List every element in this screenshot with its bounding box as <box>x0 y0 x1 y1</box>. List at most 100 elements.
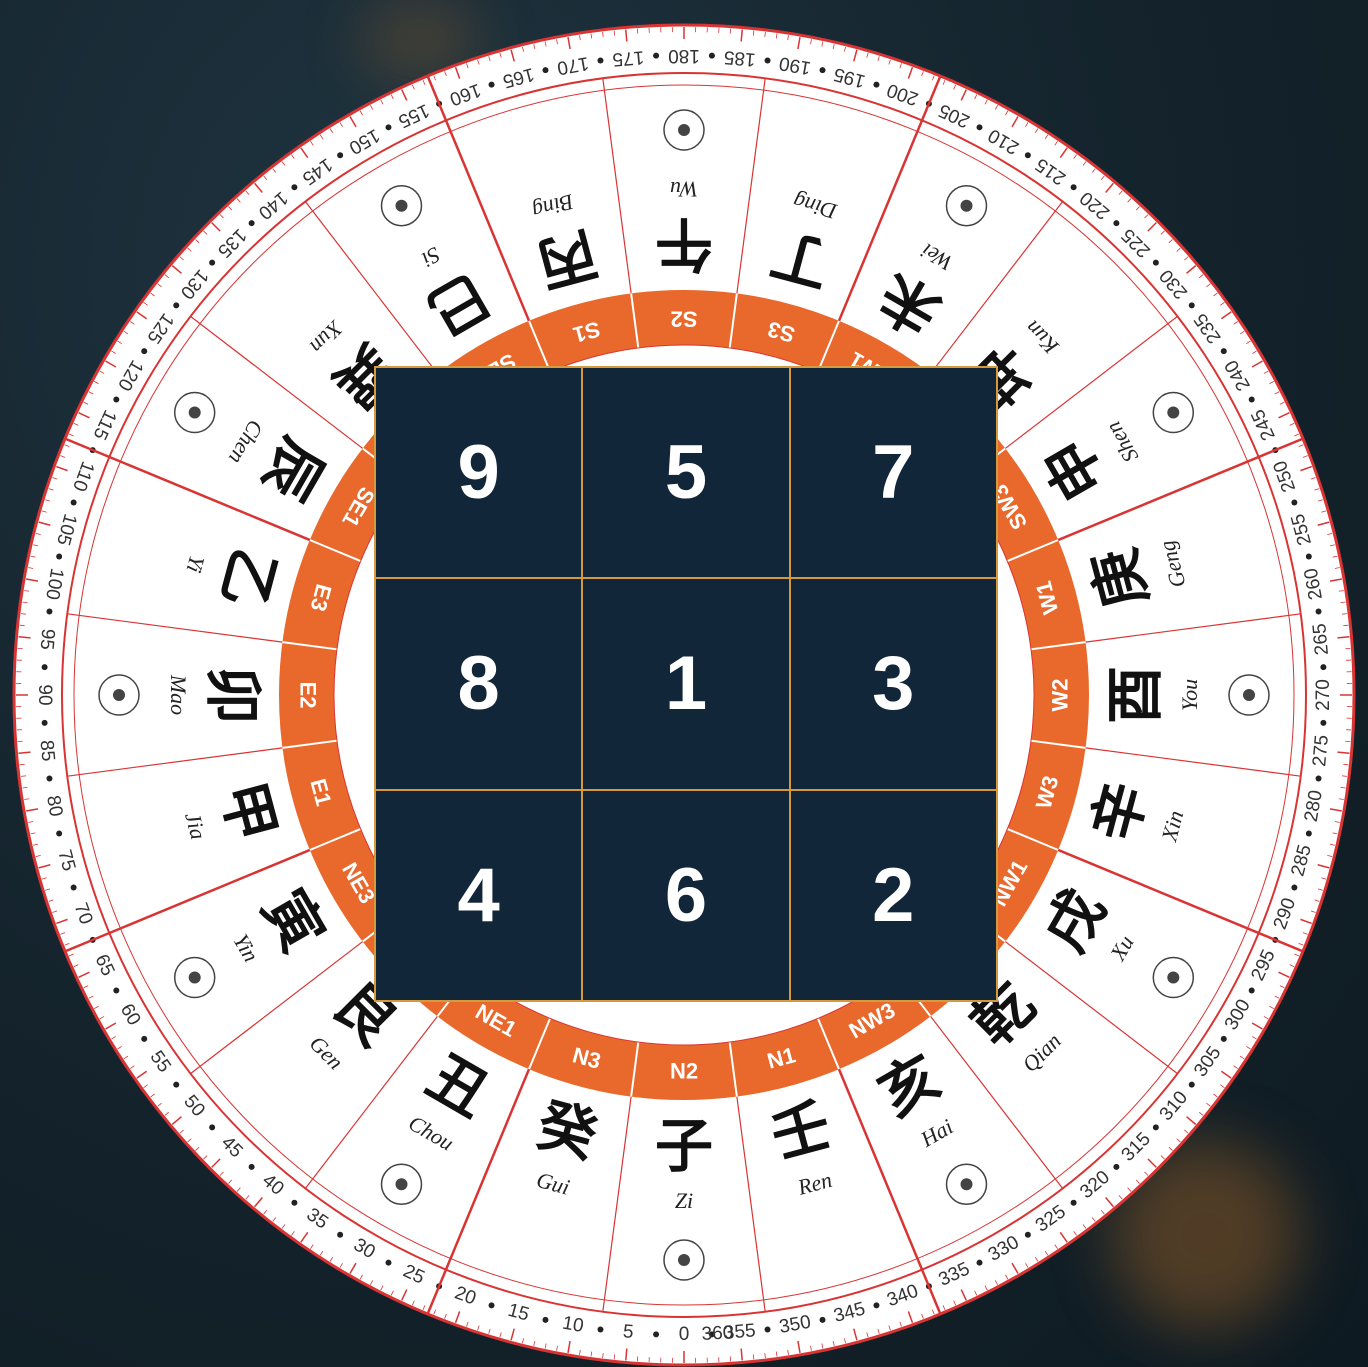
grid-cell-east: 8 <box>375 578 582 789</box>
grid-cell-northwest: 2 <box>790 790 997 1001</box>
degree-dot <box>1153 1124 1159 1130</box>
goat-icon <box>961 200 973 212</box>
degree-dot <box>385 124 391 130</box>
degree-tick <box>753 31 754 36</box>
degree-tick <box>741 1349 742 1361</box>
degree-dot <box>597 1327 603 1333</box>
degree-dot <box>1113 1164 1119 1170</box>
degree-dot <box>653 53 659 59</box>
degree-dot <box>1025 1232 1031 1238</box>
degree-dot <box>291 184 297 190</box>
rabbit-icon <box>113 689 125 701</box>
degree-dot <box>1291 500 1297 506</box>
degree-dot <box>765 57 771 63</box>
degree-dot <box>709 53 715 59</box>
degree-dot <box>489 82 495 88</box>
degree-label: 10 <box>561 1313 585 1337</box>
degree-tick <box>20 764 25 765</box>
degree-dot <box>249 220 255 226</box>
degree-dot <box>1221 1036 1227 1042</box>
grid-cell-southeast: 9 <box>375 367 582 578</box>
chinese-character: 子 <box>655 1112 713 1180</box>
degree-dot <box>1153 260 1159 266</box>
degree-dot <box>56 831 62 837</box>
pinyin-label: Mao <box>166 674 191 715</box>
degree-dot <box>873 1302 879 1308</box>
rooster-icon <box>1243 689 1255 701</box>
grid-cell-west: 3 <box>790 578 997 789</box>
degree-dot <box>141 1036 147 1042</box>
degree-dot <box>71 884 77 890</box>
degree-dot <box>820 1317 826 1323</box>
degree-tick <box>753 1354 754 1359</box>
chinese-character: 卯 <box>199 666 267 724</box>
dog-icon <box>1167 972 1179 984</box>
degree-dot <box>1189 1082 1195 1088</box>
sector-code-label: N2 <box>670 1058 698 1083</box>
degree-dot <box>173 1082 179 1088</box>
degree-tick <box>626 30 627 42</box>
grid-cell-northeast: 4 <box>375 790 582 1001</box>
degree-tick <box>20 625 25 626</box>
degree-dot <box>291 1200 297 1206</box>
degree-dot <box>1320 664 1326 670</box>
degree-dot <box>141 348 147 354</box>
monkey-icon <box>1167 407 1179 419</box>
rat-icon <box>678 1254 690 1266</box>
degree-label: 360 <box>701 1322 734 1345</box>
degree-tick <box>19 637 31 638</box>
degree-dot <box>765 1327 771 1333</box>
degree-dot <box>653 1331 659 1337</box>
tiger-icon <box>189 972 201 984</box>
sector-code-label: E2 <box>296 682 321 709</box>
degree-dot <box>542 1317 548 1323</box>
degree-dot <box>1071 184 1077 190</box>
degree-dot <box>46 608 52 614</box>
degree-tick <box>614 31 615 36</box>
pig-icon <box>961 1178 973 1190</box>
horse-icon <box>678 124 690 136</box>
snake-icon <box>396 200 408 212</box>
degree-dot <box>1306 553 1312 559</box>
degree-dot <box>542 67 548 73</box>
degree-dot <box>42 664 48 670</box>
degree-label: 175 <box>612 46 645 70</box>
degree-tick <box>1338 637 1350 638</box>
degree-dot <box>1291 884 1297 890</box>
degree-dot <box>1221 348 1227 354</box>
degree-dot <box>56 553 62 559</box>
degree-tick <box>19 752 31 753</box>
degree-dot <box>1189 302 1195 308</box>
degree-label: 90 <box>34 684 55 705</box>
degree-dot <box>977 1260 983 1266</box>
degree-dot <box>71 500 77 506</box>
degree-dot <box>873 82 879 88</box>
degree-dot <box>1249 396 1255 402</box>
flying-star-grid: 9 5 7 8 1 3 4 6 2 <box>374 366 998 1002</box>
degree-dot <box>1306 831 1312 837</box>
degree-tick <box>1343 625 1348 626</box>
grid-cell-center: 1 <box>582 578 789 789</box>
degree-dot <box>249 1164 255 1170</box>
degree-dot <box>1025 152 1031 158</box>
degree-tick <box>614 1354 615 1359</box>
degree-label: 185 <box>723 46 756 70</box>
degree-dot <box>337 1232 343 1238</box>
chinese-character: 酉 <box>1101 666 1169 724</box>
degree-dot <box>977 124 983 130</box>
degree-tick <box>1338 752 1350 753</box>
sector-code-label: W2 <box>1047 679 1072 712</box>
pinyin-label: Zi <box>675 1188 693 1213</box>
ox-icon <box>396 1178 408 1190</box>
degree-label: 95 <box>36 628 59 651</box>
degree-label: 265 <box>1309 623 1333 656</box>
degree-dot <box>820 67 826 73</box>
degree-tick <box>1343 764 1348 765</box>
degree-label: 5 <box>622 1321 634 1343</box>
degree-dot <box>1320 720 1326 726</box>
degree-dot <box>489 1302 495 1308</box>
pinyin-label: Wu <box>670 177 698 202</box>
degree-dot <box>1316 608 1322 614</box>
degree-label: 80 <box>42 794 66 818</box>
degree-dot <box>209 1124 215 1130</box>
